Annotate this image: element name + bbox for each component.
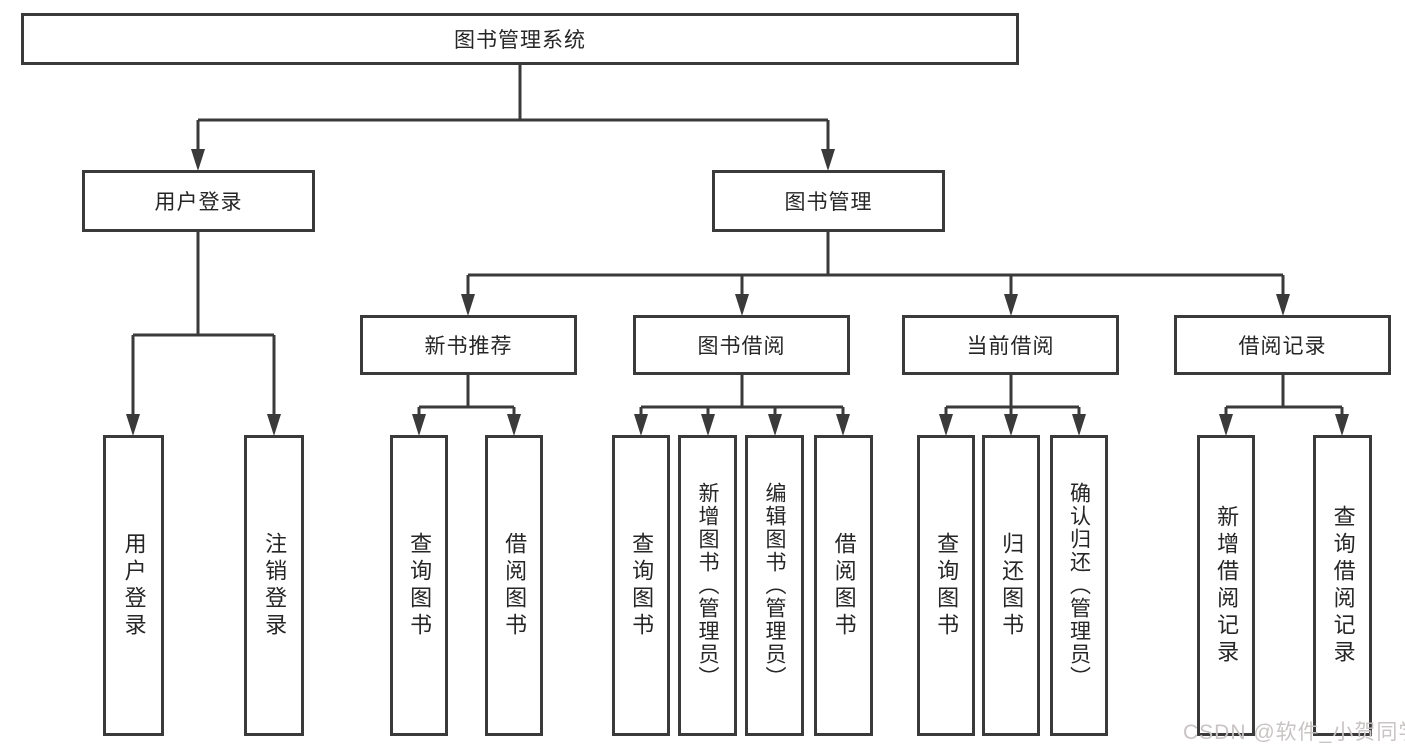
node-label: 借阅图书 [831,531,857,640]
node-label: 注销登录 [262,531,288,640]
node-label: 借阅图书 [502,531,528,640]
arrow-down-icon [1004,414,1018,436]
arrow-down-icon [267,414,281,436]
node-cb-confirm-return: 确认归还（管理员） [1050,435,1108,736]
node-br-add-record: 新增借阅记录 [1197,435,1255,736]
arrow-down-icon [507,414,521,436]
node-book-borrow: 图书借阅 [633,315,850,375]
arrow-down-icon [634,414,648,436]
node-logout: 注销登录 [244,435,304,736]
node-label: 查询图书 [934,531,960,640]
arrow-down-icon [412,414,426,436]
node-label: 用户登录 [154,191,243,214]
node-label: 归还图书 [999,531,1025,640]
node-label: 新增借阅记录 [1214,504,1240,667]
arrow-down-icon [1004,294,1018,316]
node-cb-return-book: 归还图书 [982,435,1040,736]
connector-book-borrow-branch [634,373,850,436]
connector-root-to-level2 [191,64,835,171]
arrow-down-icon [461,294,475,316]
arrow-down-icon [1335,414,1349,436]
node-label: 查询图书 [629,531,655,640]
node-bb-edit-book: 编辑图书（管理员） [745,435,804,736]
arrow-down-icon [191,149,205,171]
node-user-login: 用户登录 [103,435,164,736]
node-label: 用户登录 [121,531,147,640]
csdn-watermark: CSDN @软件_小贺同学 [1183,721,1405,744]
connector-user-login-branch [126,232,281,436]
arrow-down-icon [735,294,749,316]
arrow-down-icon [836,414,850,436]
node-nb-query-book: 查询图书 [390,435,448,736]
node-new-book-rec: 新书推荐 [360,315,577,375]
node-root-label: 图书管理系统 [454,29,586,52]
node-label: 查询图书 [407,531,433,640]
arrow-down-icon [126,414,140,436]
node-label: 查询借阅记录 [1330,504,1356,667]
arrow-down-icon [701,414,715,436]
arrow-down-icon [1072,414,1086,436]
arrow-down-icon [1276,294,1290,316]
node-current-borrow: 当前借阅 [902,315,1119,375]
arrow-down-icon [821,149,835,171]
connector-book-mgmt-branch [461,232,1290,316]
node-root: 图书管理系统 [21,13,1019,65]
node-label: 借阅记录 [1238,335,1327,358]
arrow-down-icon [768,414,782,436]
node-borrow-records: 借阅记录 [1174,315,1391,375]
connector-new-book-rec-branch [412,373,521,436]
node-label: 新书推荐 [424,335,513,358]
arrow-down-icon [1219,414,1233,436]
connector-current-borrow-branch [939,373,1086,436]
node-nb-borrow-book: 借阅图书 [485,435,543,736]
node-user-login-group: 用户登录 [82,170,315,232]
node-label: 确认归还（管理员） [1067,482,1091,689]
node-bb-query-book: 查询图书 [612,435,670,736]
connector-borrow-records-branch [1219,373,1349,436]
node-book-mgmt-group: 图书管理 [712,170,945,232]
node-label: 当前借阅 [966,335,1055,358]
node-label: 图书借阅 [697,335,786,358]
node-label: 编辑图书（管理员） [763,482,787,689]
node-bb-borrow-book: 借阅图书 [814,435,873,736]
node-label: 新增图书（管理员） [696,482,720,689]
node-cb-query-book: 查询图书 [917,435,975,736]
arrow-down-icon [939,414,953,436]
node-br-query-record: 查询借阅记录 [1313,435,1372,736]
node-label: 图书管理 [784,191,873,214]
node-bb-add-book: 新增图书（管理员） [678,435,737,736]
